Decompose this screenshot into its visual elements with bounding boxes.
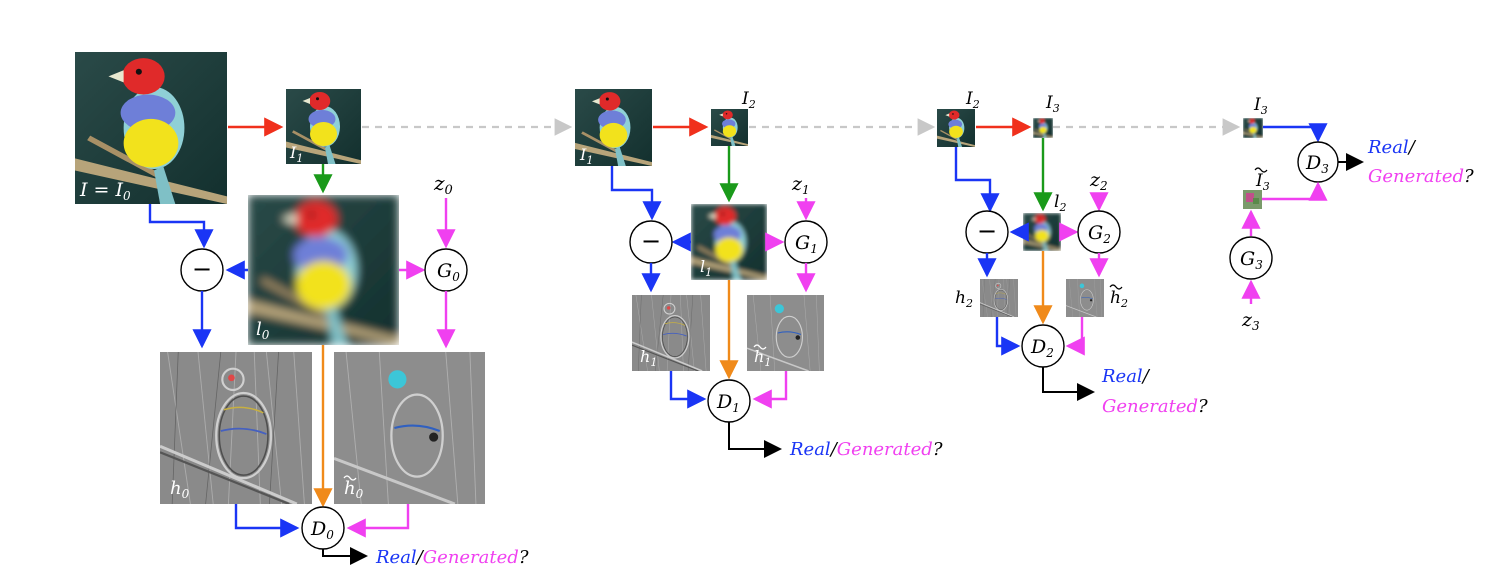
generator-G2: G2	[1077, 210, 1121, 254]
svg-text:I3: I3	[1253, 95, 1268, 117]
discriminator-D0: D0	[301, 506, 345, 550]
svg-text:I3: I3	[1255, 171, 1270, 193]
svg-text:G3: G3	[1240, 248, 1263, 272]
svg-text:l2: l2	[1054, 192, 1066, 214]
svg-text:D1: D1	[716, 391, 740, 415]
edge-h0-to-D0	[234, 504, 300, 538]
edge-Itilde3-to-D3	[1262, 181, 1328, 201]
image-Itilde3: I3	[1243, 167, 1270, 209]
generator-G0: G0	[424, 248, 468, 292]
stage-1: I1 I2 l1 − z1 G1 h1	[575, 89, 943, 460]
image-I1-small: I1	[286, 89, 361, 165]
edge-htilde1-to-D1	[752, 371, 788, 409]
label-z3: z3	[1241, 309, 1260, 333]
output-label-2-real: Real/	[1101, 366, 1151, 387]
edge-htilde0-to-D0	[346, 504, 410, 538]
svg-text:h1: h1	[640, 347, 657, 369]
image-I2-small: I2	[711, 89, 756, 146]
edge-I3-to-D3	[1263, 123, 1328, 143]
svg-text:l0: l0	[256, 319, 270, 342]
svg-text:I1: I1	[579, 145, 593, 167]
svg-text:I1: I1	[289, 143, 303, 165]
svg-text:−: −	[192, 255, 212, 283]
discriminator-D2: D2	[1021, 324, 1065, 368]
edge-h2-to-D2	[995, 317, 1021, 356]
edge-D1-output	[728, 422, 782, 458]
image-I3: I3	[1243, 95, 1268, 138]
svg-text:h0: h0	[170, 478, 190, 501]
minus-node-1: −	[629, 220, 673, 264]
output-label-2-generated: Generated?	[1102, 396, 1208, 417]
svg-text:D0: D0	[310, 518, 334, 542]
discriminator-D3: D3	[1297, 141, 1339, 183]
image-I2: I2	[937, 89, 980, 147]
svg-text:−: −	[641, 227, 661, 255]
svg-text:l1: l1	[700, 257, 712, 279]
image-l0: l0	[248, 195, 399, 345]
edge-htilde2-to-D2	[1065, 317, 1085, 356]
svg-text:h0: h0	[344, 478, 364, 501]
svg-text:I2: I2	[741, 89, 756, 111]
stage-3: I3 D3 Real/ Generated? I3 G3 z3	[1229, 95, 1474, 333]
svg-text:G2: G2	[1088, 222, 1111, 246]
image-htilde1: h1	[747, 295, 824, 371]
label-z1: z1	[791, 173, 810, 197]
image-h0: h0	[160, 352, 312, 504]
generator-G1: G1	[784, 220, 828, 264]
generator-G3: G3	[1229, 236, 1273, 280]
svg-text:G1: G1	[795, 232, 818, 256]
svg-text:D2: D2	[1030, 336, 1054, 360]
stage-2: I2 I3 l2 − z2 G2	[937, 89, 1241, 417]
minus-node-2: −	[965, 210, 1009, 254]
edge-I0-to-minus	[148, 204, 214, 249]
image-l1: l1	[691, 204, 767, 280]
svg-text:G0: G0	[437, 260, 460, 284]
label-z0: z0	[433, 171, 453, 198]
svg-text:D3: D3	[1305, 152, 1329, 176]
svg-text:−: −	[977, 217, 997, 245]
output-label-3-real: Real/	[1367, 137, 1417, 158]
image-h2: h2	[955, 279, 1018, 317]
svg-text:I3: I3	[1045, 93, 1060, 115]
svg-text:I2: I2	[965, 89, 980, 111]
edge-h1-to-D1	[669, 371, 707, 409]
discriminator-D1: D1	[707, 379, 751, 423]
svg-text:h1: h1	[754, 347, 771, 369]
image-I1: I1	[575, 89, 652, 167]
image-I3-small: I3	[1033, 93, 1060, 138]
stage-0: I = I0 I1 l0	[75, 52, 573, 568]
minus-node-0: −	[180, 248, 224, 292]
edge-I2-to-minus	[954, 147, 1000, 213]
edge-D2-output	[1042, 367, 1095, 401]
output-label-3-generated: Generated?	[1368, 166, 1474, 187]
output-label-1: Real/Generated?	[789, 439, 943, 460]
output-label-0: Real/Generated?	[375, 547, 529, 568]
svg-text:h2: h2	[1110, 288, 1128, 310]
edge-D0-output	[322, 547, 368, 565]
image-h1: h1	[632, 295, 710, 371]
image-l2: l2	[1023, 192, 1066, 251]
label-I0: I = I0	[79, 179, 131, 203]
label-z2: z2	[1089, 169, 1108, 193]
image-htilde2: h2	[1066, 279, 1128, 317]
image-htilde0: h0	[334, 352, 485, 504]
image-I0: I = I0	[75, 52, 227, 204]
svg-text:h2: h2	[955, 288, 973, 310]
edge-I1-to-minus	[610, 166, 662, 221]
